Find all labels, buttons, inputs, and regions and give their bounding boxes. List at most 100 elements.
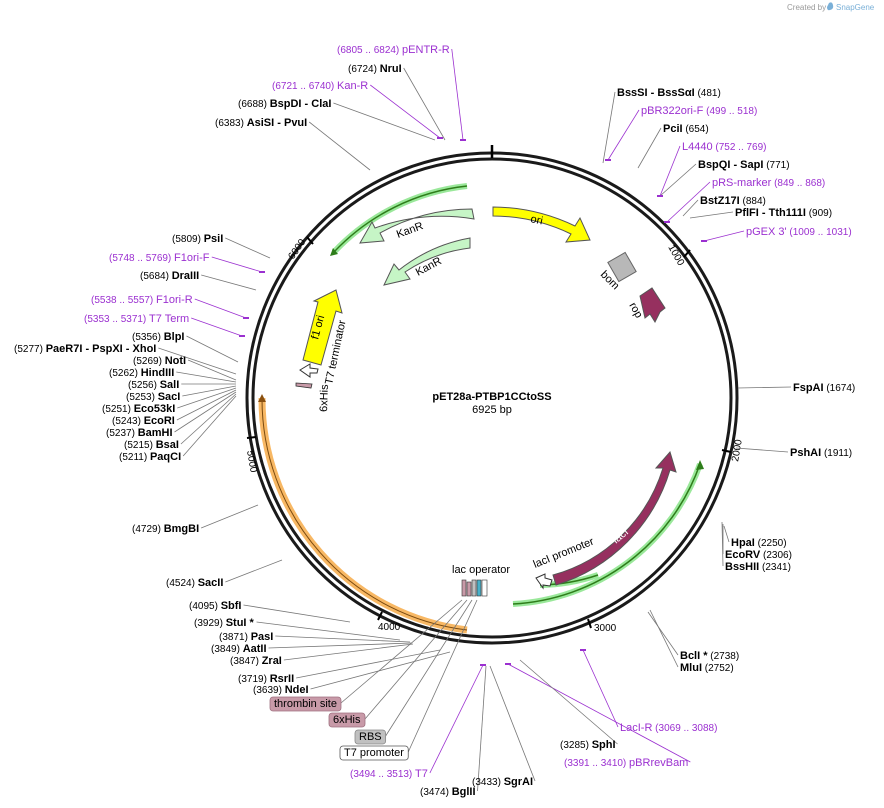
enzyme-label-45[interactable]: BstZ17I (884) [700, 195, 766, 207]
site-position: (5243) [112, 416, 144, 427]
boxed-label-thrombin[interactable]: thrombin site [269, 696, 342, 712]
enzyme-label-4[interactable]: (6383) AsiSI - PvuI [215, 117, 307, 129]
site-position: (2341) [759, 562, 791, 573]
enzyme-label-26[interactable]: (3849) AatII [211, 643, 267, 655]
enzyme-label-47[interactable]: BspQI - SapI (771) [698, 159, 790, 171]
laci-region-arrowhead [696, 460, 704, 470]
leader-line [187, 359, 237, 381]
enzyme-label-51[interactable]: BssSI - BssSαI (481) [617, 87, 721, 99]
enzyme-label-24[interactable]: (3929) StuI * [194, 617, 255, 629]
enzyme-label-15[interactable]: (5253) SacI [126, 391, 180, 403]
enzyme-label-49[interactable]: PciI (654) [663, 123, 709, 135]
enzyme-label-39[interactable]: EcoRV (2306) [725, 549, 792, 561]
enzyme-label-38[interactable]: BssHII (2341) [725, 561, 791, 573]
ori-feature[interactable] [492, 206, 591, 243]
laci-feature[interactable] [552, 450, 677, 586]
enzyme-label-11[interactable]: (5277) PaeR7I - PspXI - XhoI [14, 343, 156, 355]
enzyme-label-34[interactable]: (3285) SphI [560, 739, 616, 751]
leader-line [370, 84, 441, 139]
enzyme-label-5[interactable]: (5809) PsiI [172, 233, 223, 245]
laci-promoter-icon [535, 573, 553, 590]
enzyme-label-12[interactable]: (5269) NotI [133, 355, 186, 367]
site-name: T7 [415, 768, 428, 780]
primer-label-0[interactable]: (6805 .. 6824) pENTR-R [337, 44, 450, 56]
enzyme-label-23[interactable]: (4095) SbfI [189, 600, 241, 612]
site-position: (3847) [230, 656, 262, 667]
enzyme-site-text: (5684) DraIII [140, 270, 199, 282]
enzyme-label-27[interactable]: (3847) ZraI [230, 655, 282, 667]
sixhis-small-feature[interactable] [295, 382, 313, 389]
kanr-feature-1[interactable] [359, 208, 475, 244]
enzyme-label-40[interactable]: HpaI (2250) [731, 537, 787, 549]
primer-label-48[interactable]: L4440 (752 .. 769) [682, 141, 767, 153]
leader-line [477, 665, 487, 792]
site-position: (6383) [215, 118, 247, 129]
primer-label-9[interactable]: (5353 .. 5371) T7 Term [84, 313, 189, 325]
site-position: (5748 .. 5769) [109, 253, 174, 264]
enzyme-label-21[interactable]: (4729) BmgBI [132, 523, 199, 535]
boxed-label-text: thrombin site [274, 698, 337, 710]
leader-line [429, 664, 484, 774]
boxed-label-leader [407, 599, 478, 753]
enzyme-label-20[interactable]: (5211) PaqCI [119, 451, 181, 463]
leader-line [689, 211, 734, 219]
primer-label-50[interactable]: pBR322ori-F (499 .. 518) [641, 105, 757, 117]
site-name: Eco53kI [134, 403, 176, 415]
boxed-label-sixhis[interactable]: 6xHis [328, 712, 366, 728]
enzyme-label-36[interactable]: MluI (2752) [680, 662, 734, 674]
primer-label-35[interactable]: LacI-R (3069 .. 3088) [620, 722, 717, 734]
boxed-label-text: 6xHis [333, 714, 361, 726]
primer-label-30[interactable]: (3494 .. 3513) T7 [350, 768, 428, 780]
primer-label-33[interactable]: (3391 .. 3410) pBRrevBam [564, 757, 688, 769]
leader-line [211, 256, 263, 273]
enzyme-label-29[interactable]: (3639) NdeI [253, 684, 309, 696]
site-position: (5684) [140, 271, 172, 282]
site-position: (3871) [219, 632, 251, 643]
leader-line [607, 109, 640, 161]
primer-site-text: (3494 .. 3513) T7 [350, 768, 428, 780]
enzyme-label-25[interactable]: (3871) PasI [219, 631, 273, 643]
boxed-label-plain[interactable]: T7 promoter [339, 745, 409, 761]
enzyme-label-7[interactable]: (5684) DraIII [140, 270, 199, 282]
site-position: (5237) [106, 428, 138, 439]
primer-label-46[interactable]: pRS-marker (849 .. 868) [712, 177, 825, 189]
leader-line [333, 102, 436, 141]
f1-ori-feature[interactable] [302, 289, 343, 366]
enzyme-label-10[interactable]: (5356) BlpI [132, 331, 184, 343]
enzyme-label-13[interactable]: (5262) HindIII [109, 367, 174, 379]
rop-feature[interactable] [639, 287, 666, 324]
enzyme-label-32[interactable]: (3433) SgrAI [472, 776, 533, 788]
enzyme-label-37[interactable]: BclI * (2738) [680, 650, 739, 662]
enzyme-label-14[interactable]: (5256) SalI [128, 379, 179, 391]
leader-line [176, 371, 237, 383]
site-name: pBR322ori-F [641, 105, 704, 117]
enzyme-label-28[interactable]: (3719) RsrII [238, 673, 294, 685]
enzyme-label-18[interactable]: (5237) BamHI [106, 427, 173, 439]
primer-label-6[interactable]: (5748 .. 5769) F1ori-F [109, 252, 210, 264]
site-name: EcoRV [725, 549, 761, 561]
primer-site-text: pRS-marker (849 .. 868) [712, 177, 825, 189]
leader-line [177, 387, 237, 409]
enzyme-site-text: (5269) NotI [133, 355, 186, 367]
enzyme-label-1[interactable]: (6724) NruI [348, 63, 402, 75]
bom-feature[interactable] [607, 251, 637, 283]
boxed-label-rbs[interactable]: RBS [354, 729, 387, 745]
enzyme-label-22[interactable]: (4524) SacII [166, 577, 223, 589]
kanr-feature-2[interactable] [383, 237, 471, 286]
enzyme-label-44[interactable]: PflFI - Tth111I (909) [735, 207, 832, 219]
enzyme-label-41[interactable]: PshAI (1911) [790, 447, 852, 459]
enzyme-label-42[interactable]: FspAI (1674) [793, 382, 855, 394]
enzyme-site-text: (3639) NdeI [253, 684, 309, 696]
enzyme-label-19[interactable]: (5215) BsaI [124, 439, 179, 451]
primer-label-8[interactable]: (5538 .. 5557) F1ori-R [91, 294, 193, 306]
site-name: SacI [158, 391, 181, 403]
lac-operator-cluster[interactable] [461, 579, 488, 597]
enzyme-label-3[interactable]: (6688) BspDI - ClaI [238, 98, 331, 110]
leader-line [451, 48, 464, 141]
enzyme-label-17[interactable]: (5243) EcoRI [112, 415, 175, 427]
enzyme-label-31[interactable]: (3474) BglII [420, 786, 476, 798]
enzyme-label-16[interactable]: (5251) Eco53kI [102, 403, 175, 415]
primer-label-2[interactable]: (6721 .. 6740) Kan-R [272, 80, 368, 92]
primer-label-43[interactable]: pGEX 3' (1009 .. 1031) [746, 226, 852, 238]
